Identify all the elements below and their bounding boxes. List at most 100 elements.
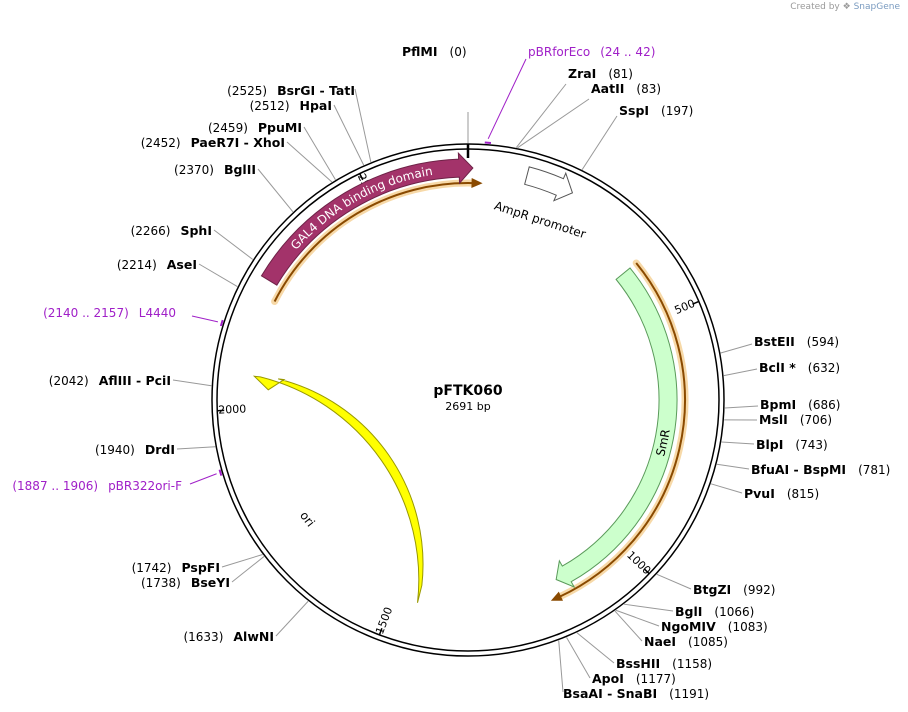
site-label: (2512)HpaI [250,98,332,113]
site-leader [724,405,759,409]
site-pspfi[interactable]: (1742)PspFI [132,554,263,575]
site-label: BfuAI - BspMI(781) [751,462,890,477]
site-leader [231,556,265,583]
site-paer7i-xhoi[interactable]: (2452)PaeR7I - XhoI [141,135,333,183]
tick-mark [378,628,383,636]
site-zrai[interactable]: ZraI(81) [515,66,633,148]
site-leader [303,126,336,181]
site-bsaai-snabi[interactable]: BsaAI - SnaBI(1191) [558,640,709,701]
site-label: (2042)AflIII - PciI [49,373,171,388]
site-bseyi[interactable]: (1738)BseYI [141,556,265,590]
site-leader [517,98,590,149]
feature-arrow[interactable] [555,267,678,588]
site-label: BlpI(743) [756,437,828,452]
tick-mark [359,173,364,181]
site-label: ZraI(81) [568,66,633,81]
site-layer: PflMI(0) ZraI(81)AatII(83)SspI(197) BstEII… [49,44,891,701]
primer-mark [218,469,223,476]
primer-layer: pBRforEco(24 .. 42) (2140 .. 2157)L4440 (1… [12,45,655,493]
feature-label: SmR [653,428,673,458]
site-leader [721,441,755,445]
credit-brand: SnapGene [853,2,900,12]
primer-label: (1887 .. 1906)pBR322ori-F [12,479,182,493]
site-leader [286,141,333,183]
site-sspi[interactable]: SspI(197) [581,103,693,170]
site-bsteii[interactable]: BstEII(594) [720,334,839,354]
site-leader [176,446,216,450]
site-label: BglI(1066) [675,604,754,619]
site-ngomiv[interactable]: NgoMIV(1083) [615,609,768,634]
site-bsrgi-tati[interactable]: (2525)BsrGI - TatI [227,83,372,163]
site-label: NaeI(1085) [644,634,728,649]
site-label: SspI(197) [619,103,693,118]
site-leader [623,603,674,612]
feature-smr[interactable]: SmR [555,267,678,588]
orf-1[interactable] [271,178,483,305]
site-bcli[interactable]: BclI *(632) [723,360,840,377]
site-label: (2459)PpuMI [208,120,302,135]
primer-l4440[interactable]: (2140 .. 2157)L4440 [43,306,224,327]
site-apoi[interactable]: ApoI(1177) [566,637,676,686]
credit-prefix: Created by [790,2,840,12]
site-sphi[interactable]: (2266)SphI [131,223,254,260]
orf-2[interactable] [550,259,689,601]
site-alwni[interactable]: (1633)AlwNI [183,600,309,644]
tick-mark [692,300,700,305]
site-label: (2214)AseI [117,257,197,272]
tick-label: 2000 [218,402,247,416]
primer-mark [219,319,224,327]
plasmid-length: 2691 bp [445,400,490,413]
site-drdi[interactable]: (1940)DrdI [95,442,216,457]
site-blpi[interactable]: BlpI(743) [721,437,828,452]
primer-leader [487,58,527,139]
tick-label: 1500 [373,605,395,636]
snapgene-credit: Created by ❖ SnapGene [790,2,900,12]
feature-ori[interactable]: ori [252,375,424,603]
plasmid-name: pFTK060 [433,383,502,399]
primer-pbrforeco[interactable]: pBRforEco(24 .. 42) [484,45,656,145]
snapgene-logo-icon: ❖ [842,2,851,12]
site-label: (1633)AlwNI [183,629,274,644]
site-label: (1738)BseYI [141,575,230,590]
site-bgli[interactable]: BglI(1066) [623,603,754,619]
primer-leader [191,315,219,323]
site-leader [615,609,660,627]
site-asei[interactable]: (2214)AseI [117,257,238,288]
site-hpai[interactable]: (2512)HpaI [250,98,365,166]
site-label: (2452)PaeR7I - XhoI [141,135,285,150]
site-afliii-pcii[interactable]: (2042)AflIII - PciI [49,373,212,388]
feature-arrow[interactable] [260,151,474,286]
site-bsshii[interactable]: BssHII(1158) [576,632,712,671]
primer-label: (2140 .. 2157)L4440 [43,306,176,320]
site-bglii[interactable]: (2370)BglII [174,162,294,213]
feature-label: ori [297,509,317,530]
site-leader [275,600,309,637]
site-msli[interactable]: MslI(706) [724,412,832,427]
site-naei[interactable]: NaeI(1085) [614,610,728,649]
feature-arrow[interactable] [252,375,424,603]
site-label: (2370)BglII [174,162,256,177]
site-leader [257,168,294,213]
site-leader [720,343,753,354]
site-bfuai-bspmi[interactable]: BfuAI - BspMI(781) [716,462,891,477]
tick-label: 500 [673,297,697,317]
primer-label: pBRforEco(24 .. 42) [528,45,655,59]
site-aatii[interactable]: AatII(83) [517,81,661,149]
site-ppumi[interactable]: (2459)PpuMI [208,120,336,181]
site-label: (1742)PspFI [132,560,220,575]
site-pvui[interactable]: PvuI(815) [710,483,819,501]
site-pflmi[interactable]: PflMI(0) [402,44,469,143]
feature-arrow[interactable] [524,166,574,202]
site-leader [213,229,254,260]
primer-pbr322ori-f[interactable]: (1887 .. 1906)pBR322ori-F [12,469,223,493]
site-leader [198,263,238,288]
site-leader [221,554,263,568]
orf-layer [271,178,689,601]
site-btgzi[interactable]: BtgZI(992) [656,573,776,597]
site-bpmi[interactable]: BpmI(686) [724,397,841,412]
site-leader [558,640,564,693]
site-label: (1940)DrdI [95,442,175,457]
feature-ampr-promoter[interactable]: AmpR promoter [493,166,588,241]
